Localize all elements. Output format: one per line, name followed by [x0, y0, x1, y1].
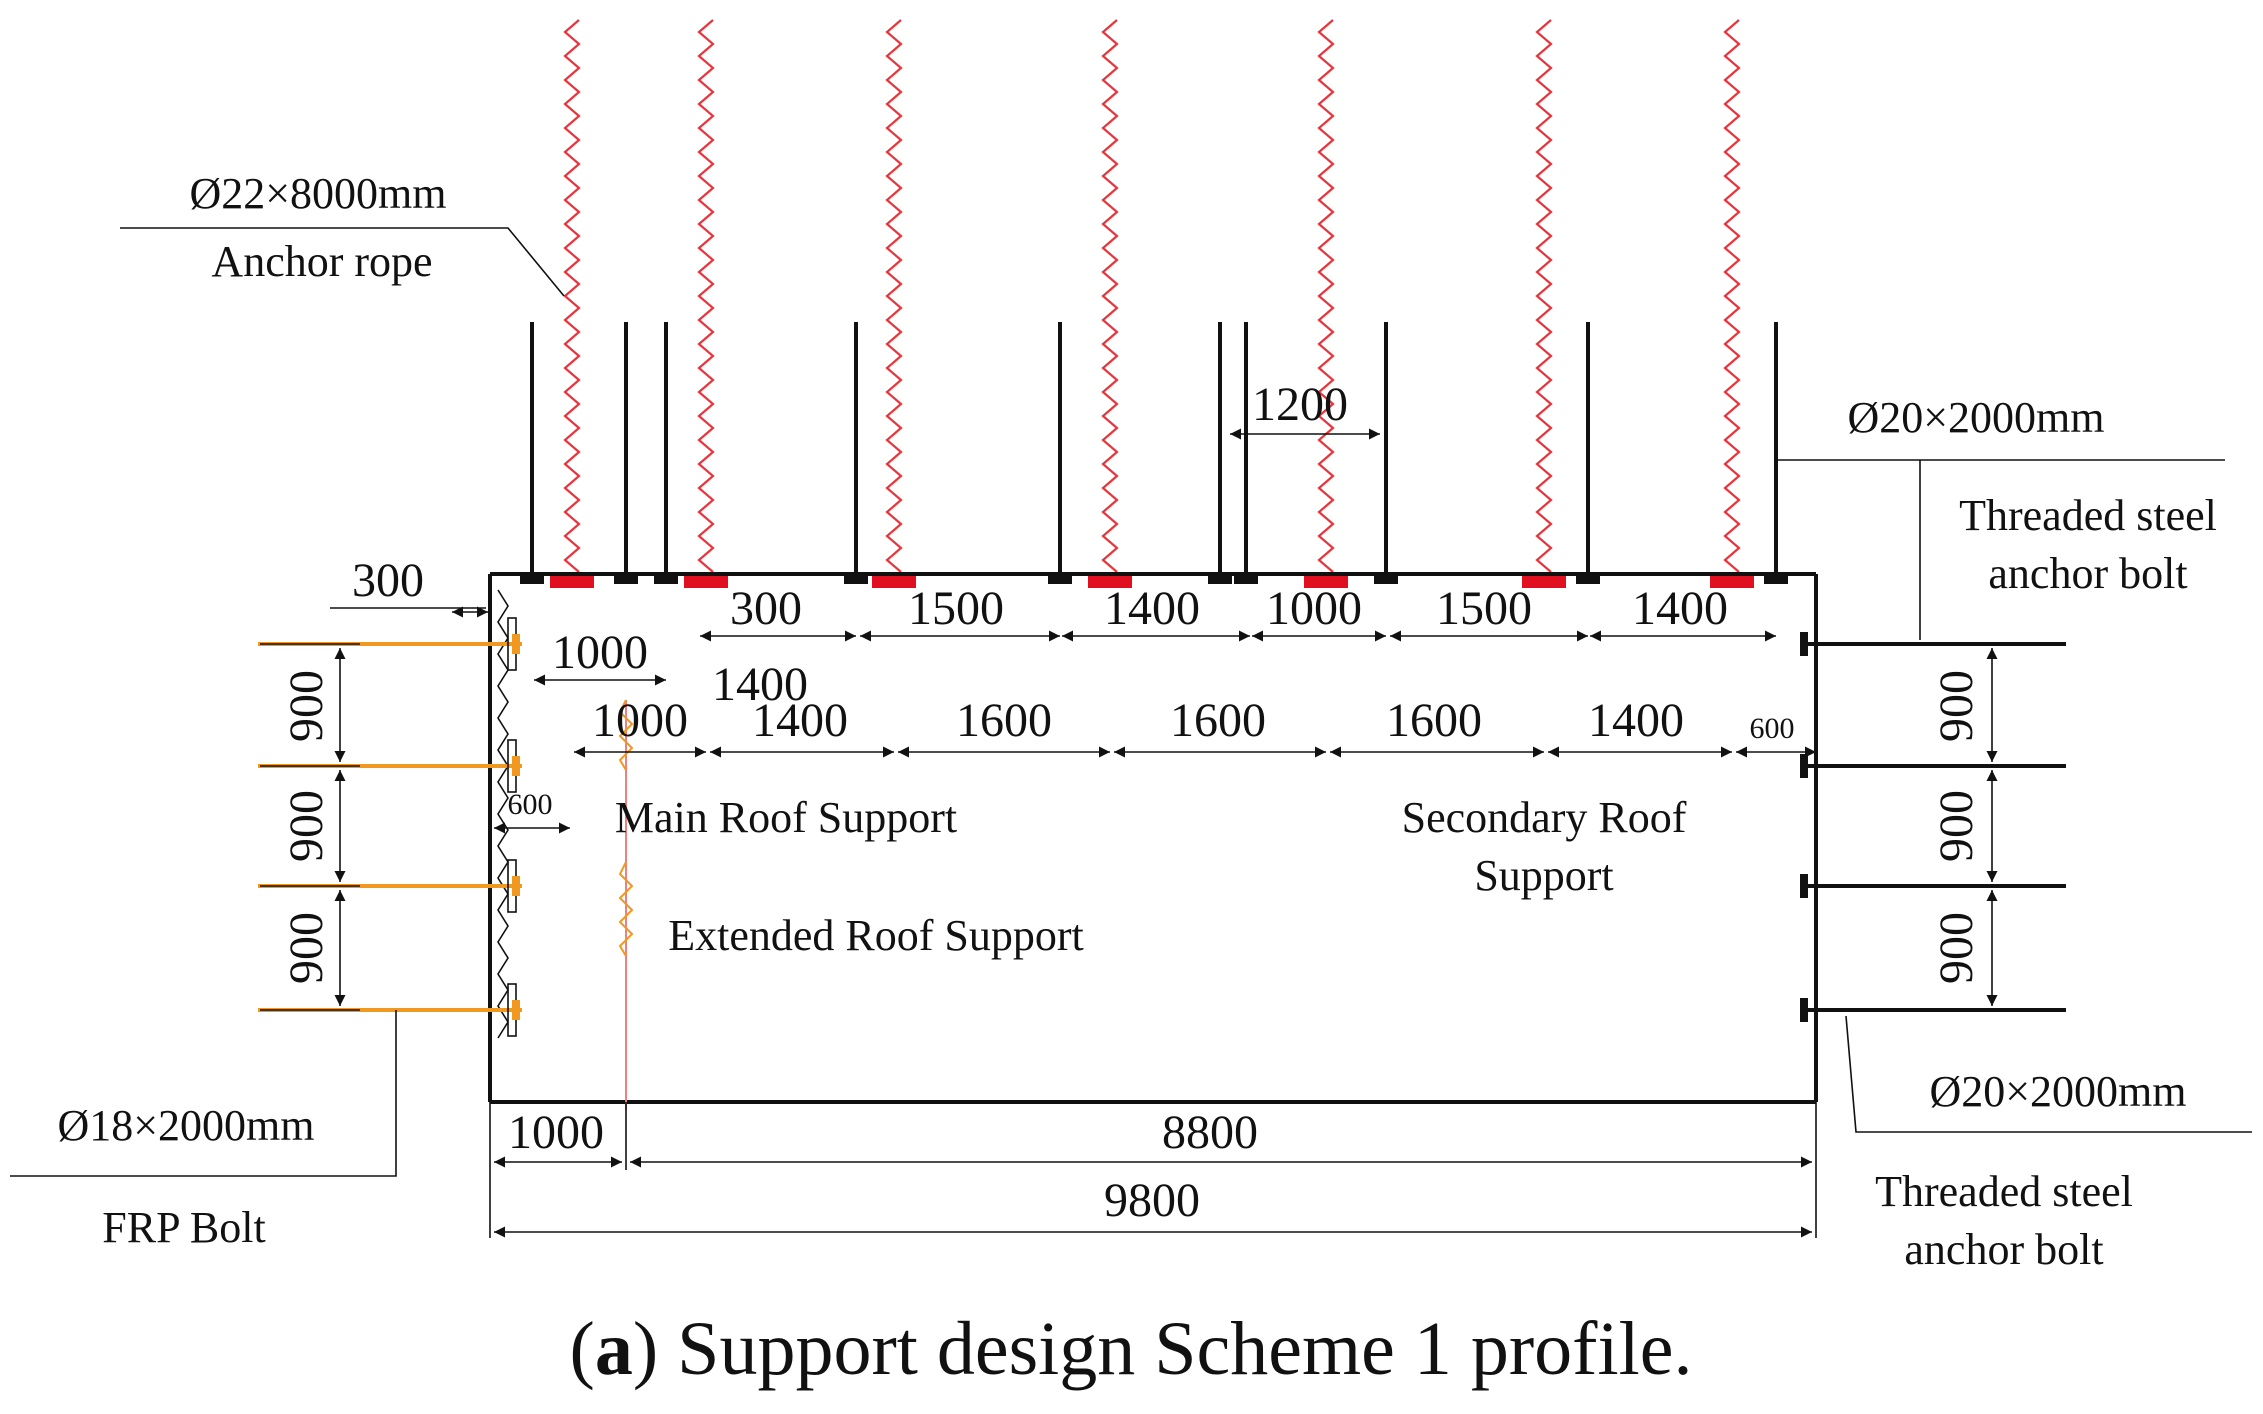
rib-bolt-nut-3: [1800, 874, 1808, 898]
caption-letter: a: [595, 1307, 633, 1391]
roof-bolt-nut-2: [614, 576, 638, 584]
caption-text: Support design Scheme 1 profile.: [658, 1307, 1692, 1391]
rope-plate-6: [1522, 576, 1566, 588]
dim-bottom-8800: 8800: [1162, 1106, 1258, 1159]
dim-row3-1600c: 1600: [1386, 694, 1482, 747]
dim-row3-1400b: 1400: [1588, 694, 1684, 747]
dim-left-900b: 900: [280, 790, 333, 862]
main-roof-support-label: Main Roof Support: [615, 793, 957, 842]
dim-row2-1400: 1400: [712, 658, 808, 711]
anchor-ropes: [563, 19, 1741, 573]
anchor-rope-2: [697, 19, 715, 573]
roof-bolt-nut-9: [1576, 576, 1600, 584]
dim-bottom-1000: 1000: [508, 1106, 604, 1159]
roof-bolt-spec: Ø20×2000mm: [1847, 393, 2104, 442]
roof-bolt-nut-5: [1048, 576, 1072, 584]
anchor-rope-1: [563, 19, 581, 573]
dim-bottom-9800: 9800: [1104, 1174, 1200, 1227]
roof-bolt-nut-10: [1764, 576, 1788, 584]
anchor-rope-spec: Ø22×8000mm: [189, 169, 446, 218]
anchor-rope-4: [1101, 19, 1119, 573]
dimension-lines: [260, 420, 1998, 1238]
rope-plate-2: [684, 576, 728, 588]
rib-bolt-spec: Ø20×2000mm: [1929, 1067, 2186, 1116]
frp-nut-3: [512, 876, 520, 896]
figure-caption: (a) Support design Scheme 1 profile.: [570, 1307, 1693, 1391]
rope-plate-7: [1710, 576, 1754, 588]
anchor-rope-7: [1723, 19, 1741, 573]
roof-bolt-name-1: Threaded steel: [1959, 491, 2217, 540]
dim-row3-1600a: 1600: [956, 694, 1052, 747]
rib-bolt-nut-4: [1800, 998, 1808, 1022]
secondary-roof-support-label-2: Support: [1474, 851, 1613, 900]
frp-bolt-leader: [10, 1010, 397, 1177]
frp-nut-2: [512, 756, 520, 776]
rope-plate-4: [1088, 576, 1132, 588]
dim-row1-1400b: 1400: [1632, 582, 1728, 635]
dim-left-900c: 900: [280, 912, 333, 984]
dim-left-900a: 900: [280, 670, 333, 742]
roof-bolt-nut-1: [520, 576, 544, 584]
dim-right-900a: 900: [1930, 670, 1983, 742]
roof-bolt-nut-6: [1208, 576, 1232, 584]
leader-lines: [10, 227, 2252, 1177]
dim-row3-1600b: 1600: [1170, 694, 1266, 747]
secondary-roof-support-label-1: Secondary Roof: [1402, 793, 1687, 842]
rib-bolt-nut-1: [1800, 632, 1808, 656]
roof-bolt-nut-8: [1374, 576, 1398, 584]
dim-right-900c: 900: [1930, 912, 1983, 984]
tunnel-outline: [488, 572, 1818, 1104]
dim-left-600: 600: [508, 788, 553, 821]
roof-bolt-name-2: anchor bolt: [1988, 549, 2187, 598]
dim-row1-1500a: 1500: [908, 582, 1004, 635]
rib-bolts: [1800, 632, 2066, 1022]
roof-bolts: [520, 322, 1788, 584]
dim-row3-600: 600: [1750, 712, 1795, 745]
dim-row3-1000: 1000: [592, 694, 688, 747]
dim-row1-1500b: 1500: [1436, 582, 1532, 635]
roof-bolt-nut-4: [844, 576, 868, 584]
rope-plate-5: [1304, 576, 1348, 588]
rope-plate-3: [872, 576, 916, 588]
frp-bolt-name: FRP Bolt: [102, 1203, 265, 1252]
dim-300-left: 300: [352, 554, 424, 607]
rib-mesh: [497, 589, 509, 1039]
frp-bolt-spec: Ø18×2000mm: [57, 1101, 314, 1150]
rope-plates: [550, 576, 1754, 588]
rib-bolt-name-2: anchor bolt: [1904, 1225, 2103, 1274]
extended-support-wave-lower: [618, 861, 634, 957]
dim-1200: 1200: [1252, 378, 1348, 431]
anchor-rope-name: Anchor rope: [211, 237, 432, 286]
extended-roof-support-label: Extended Roof Support: [668, 911, 1084, 960]
extended-support-wave: [618, 699, 634, 771]
rope-plate-1: [550, 576, 594, 588]
frp-nut-1: [512, 634, 520, 654]
frp-nut-4: [512, 1000, 520, 1020]
dim-right-900b: 900: [1930, 790, 1983, 862]
anchor-rope-leader: [120, 227, 565, 297]
anchor-rope-5: [1317, 19, 1335, 573]
anchor-rope-6: [1535, 19, 1553, 573]
dim-row1-300: 300: [730, 582, 802, 635]
rib-bolt-name-1: Threaded steel: [1875, 1167, 2133, 1216]
anchor-rope-3: [885, 19, 903, 573]
dim-row1-1000: 1000: [1266, 582, 1362, 635]
dim-row1-1400a: 1400: [1104, 582, 1200, 635]
rib-bolt-leader: [1845, 1015, 2252, 1133]
rib-bolt-nut-2: [1800, 754, 1808, 778]
dim-row3-1400: 1400: [752, 694, 848, 747]
roof-bolt-nut-3: [654, 576, 678, 584]
dim-row2-1000: 1000: [552, 626, 648, 679]
roof-bolt-nut-7: [1234, 576, 1258, 584]
